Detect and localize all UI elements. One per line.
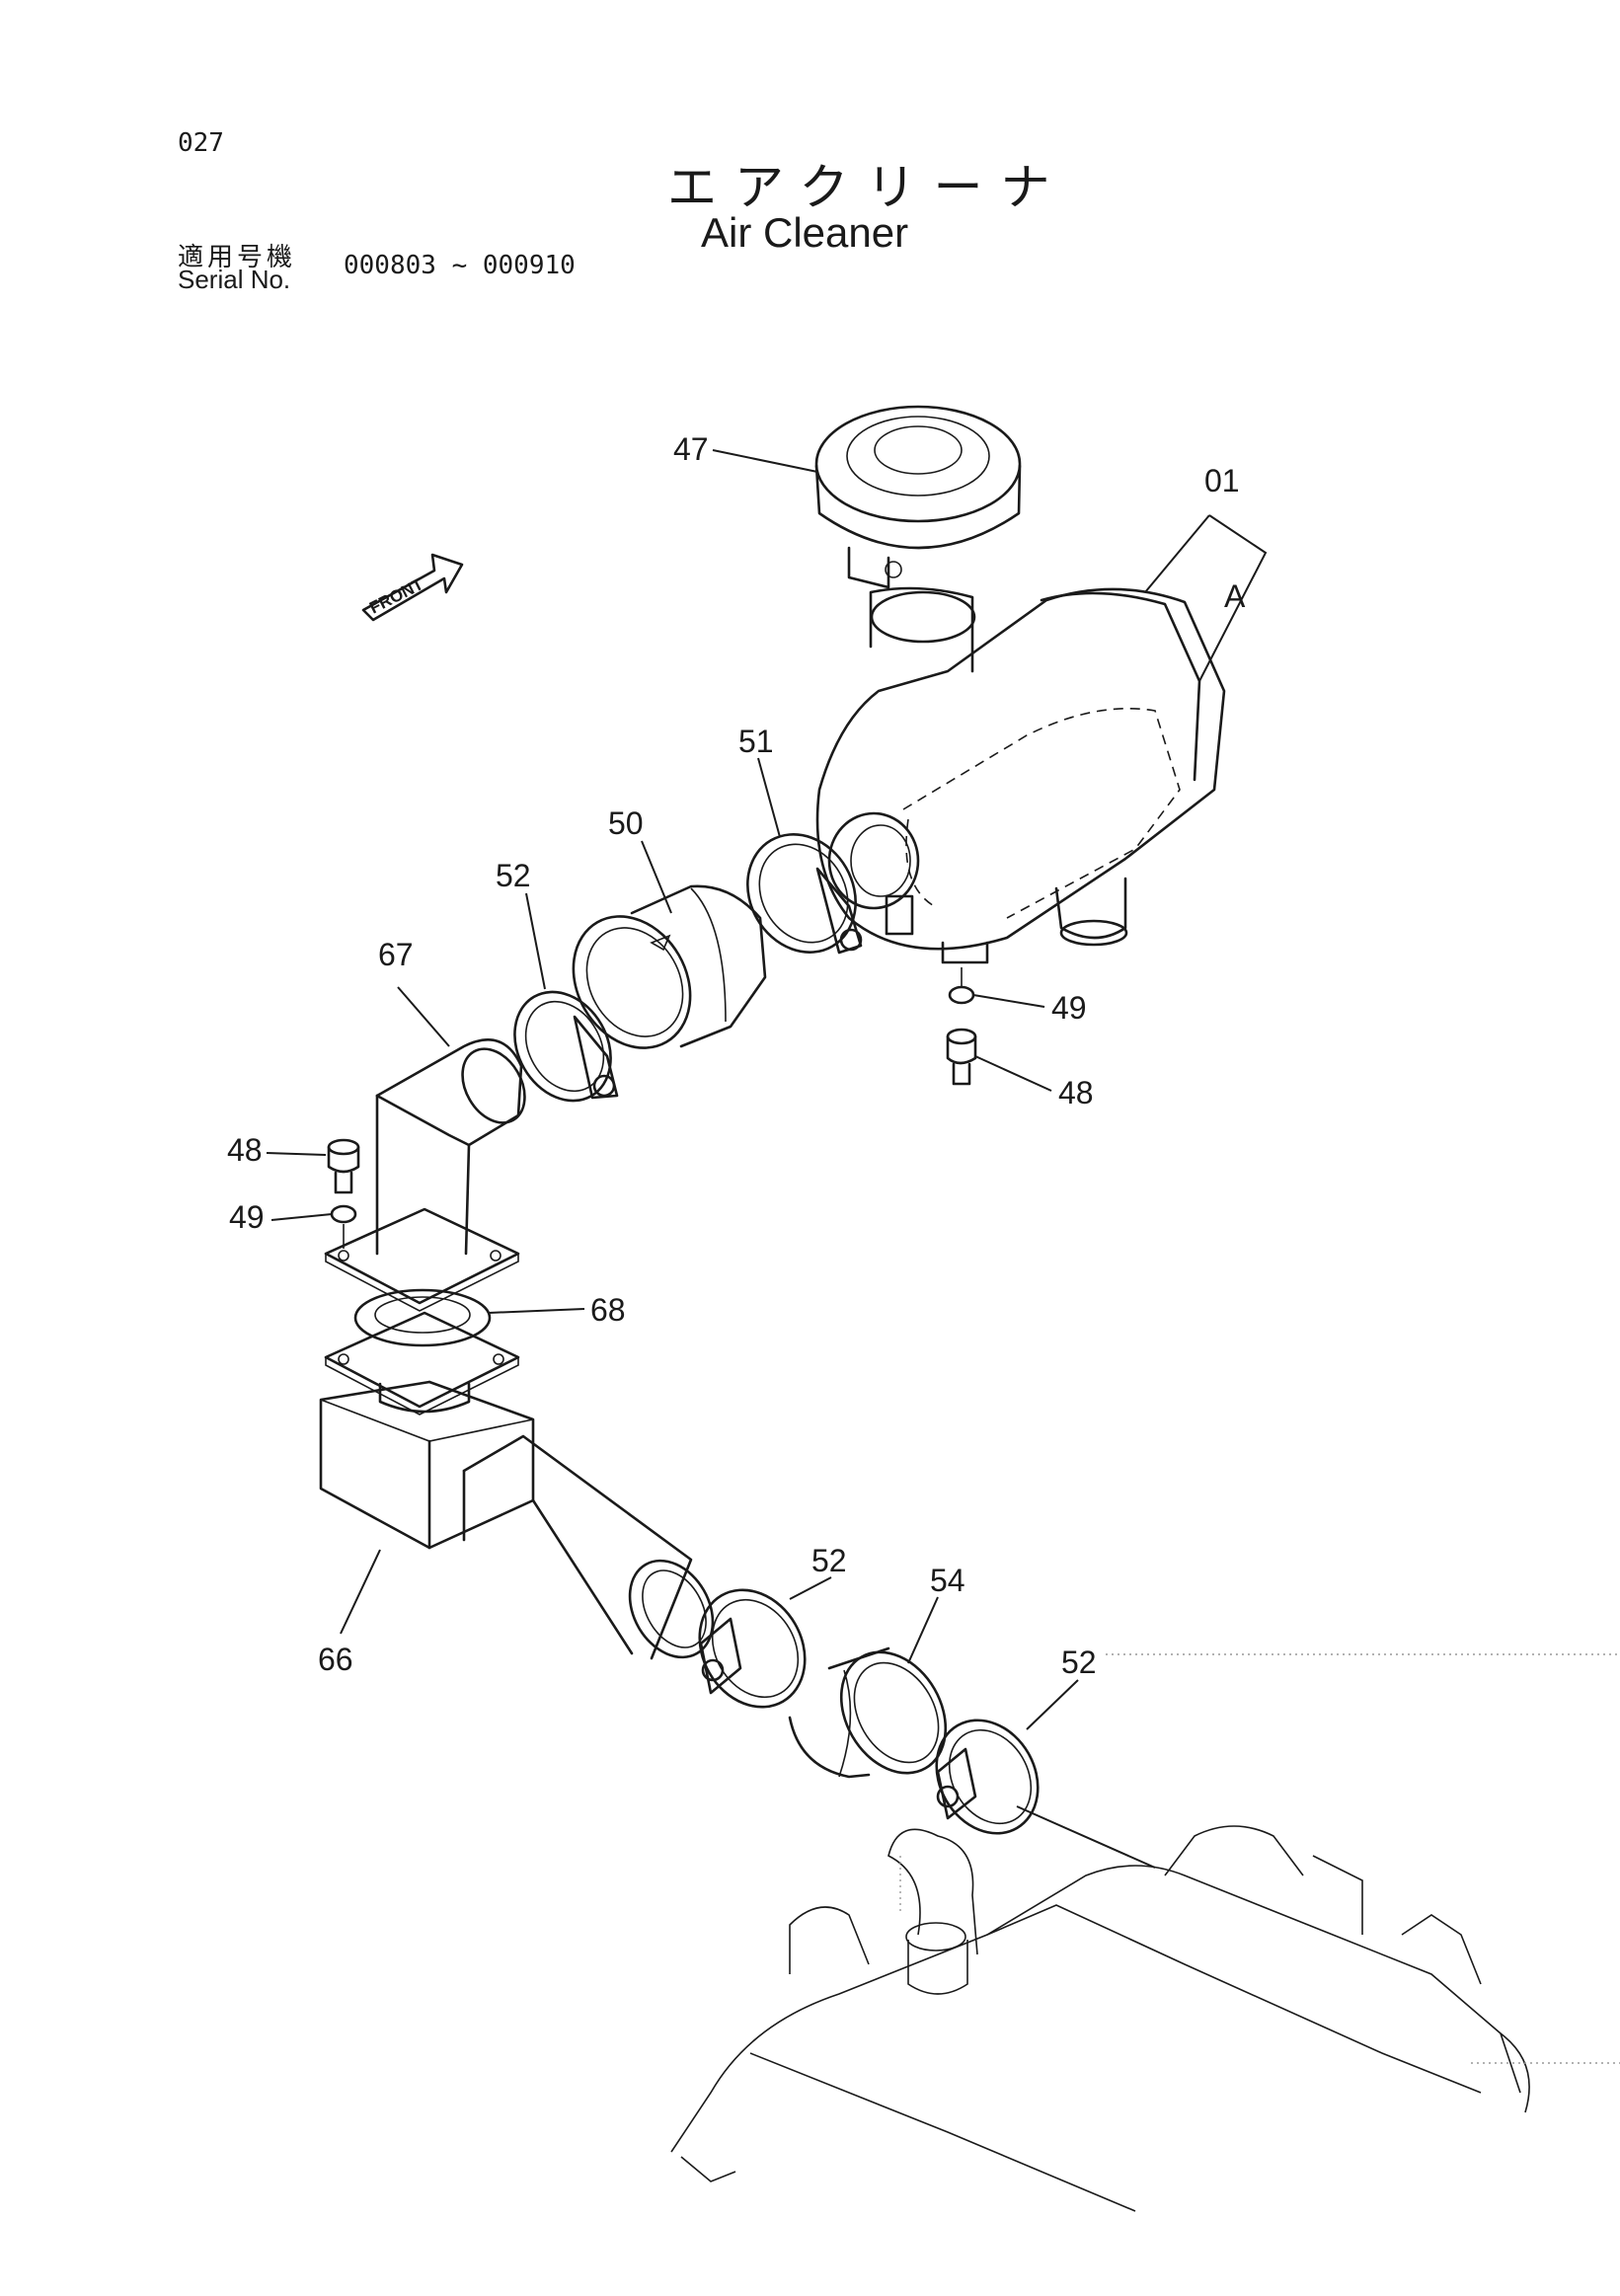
hose-band-52-lower [935, 1719, 1040, 1835]
hose-band-51 [746, 833, 863, 955]
serial-label-japanese: 適用号機 [178, 243, 297, 272]
callout-50: 50 [608, 805, 644, 841]
callout-a: A [1224, 578, 1246, 614]
hose-54 [788, 1646, 948, 1779]
title-english: Air Cleaner [701, 209, 909, 256]
callout-52-middle: 52 [811, 1543, 847, 1578]
callout-49-upper: 49 [1051, 990, 1087, 1026]
serial-label-english: Serial No. [178, 265, 291, 294]
bolt-48-left [327, 1138, 360, 1194]
front-label: FRONT [366, 574, 426, 618]
bolt-48-upper [946, 1028, 977, 1086]
callout-68: 68 [590, 1292, 626, 1328]
pre-cleaner-cap [814, 405, 1022, 589]
air-cleaner-body [815, 586, 1226, 964]
callout-66: 66 [318, 1642, 353, 1677]
elbow-pipe-67 [324, 1038, 526, 1312]
callout-52-lower: 52 [1061, 1645, 1097, 1680]
serial-range: 000803 ~ 000910 [344, 251, 576, 280]
gasket-68 [353, 1288, 492, 1347]
title-japanese: エアクリーナ [667, 159, 1068, 216]
box-elbow-66 [319, 1311, 715, 1660]
callout-01: 01 [1204, 463, 1240, 498]
callout-48-upper: 48 [1058, 1075, 1094, 1110]
hose-50 [572, 884, 767, 1049]
callout-54: 54 [930, 1563, 965, 1598]
page-number: 027 [178, 128, 224, 158]
leader-lines [266, 449, 1268, 1730]
callout-49-left: 49 [229, 1199, 265, 1235]
hose-band-52-upper [513, 990, 619, 1103]
engine-outline [670, 1805, 1530, 2212]
front-arrow-icon: FRONT [361, 553, 464, 622]
washer-49-upper [948, 967, 975, 1005]
callout-52-upper: 52 [496, 858, 531, 893]
callout-47: 47 [673, 431, 709, 467]
callout-48-left: 48 [227, 1132, 263, 1168]
callout-51: 51 [738, 724, 774, 759]
callout-67: 67 [378, 937, 414, 972]
hose-band-52-middle [698, 1588, 807, 1709]
